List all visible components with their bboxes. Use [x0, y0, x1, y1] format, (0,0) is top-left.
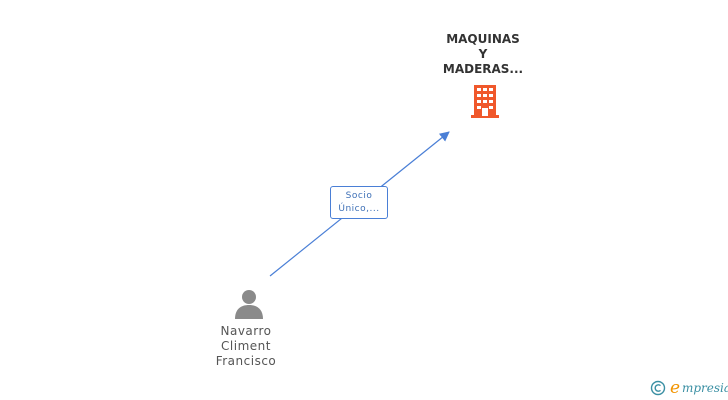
- person-icon[interactable]: [233, 288, 265, 320]
- empresia-watermark: e mpresia: [650, 378, 728, 398]
- person-name[interactable]: Navarro Climent Francisco: [196, 324, 296, 369]
- brand-rest: mpresia: [682, 381, 728, 395]
- person-name-line: Climent: [221, 339, 271, 353]
- building-icon[interactable]: [469, 84, 501, 118]
- company-name-line: MAQUINAS: [446, 32, 520, 46]
- company-name-line: MADERAS...: [442, 62, 524, 76]
- person-name-line: Francisco: [215, 354, 277, 368]
- company-name[interactable]: MAQUINAS Y MADERAS...: [423, 32, 543, 77]
- brand-initial: e: [670, 378, 681, 398]
- relation-label-line: Único,...: [338, 204, 380, 214]
- relation-label[interactable]: Socio Único,...: [330, 186, 388, 219]
- company-name-line: Y: [478, 47, 488, 61]
- relation-label-line: Socio: [345, 191, 373, 201]
- copyright-icon: [650, 380, 666, 396]
- person-name-line: Navarro: [220, 324, 272, 338]
- brand-name: e mpresia: [670, 378, 728, 398]
